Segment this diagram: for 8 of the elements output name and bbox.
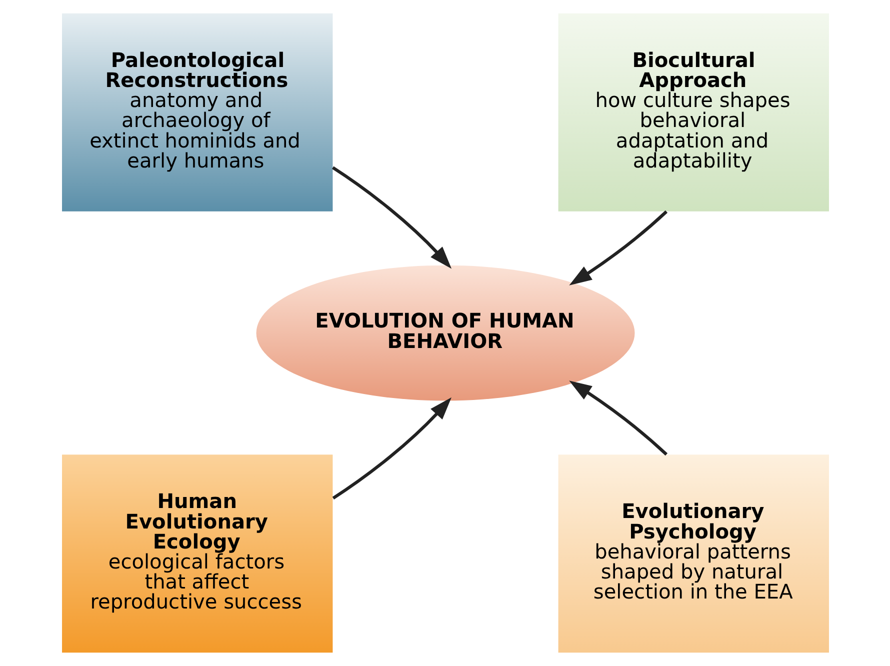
arrow (568, 380, 668, 456)
node-box: Biocultural Approach how culture shapes behavioral adaptation and adaptability (558, 13, 828, 212)
arrow (331, 166, 452, 269)
arrow (332, 397, 451, 500)
node-box: Evolutionary Psychology behavioral patterns shaped by natural selection in the EEA (558, 454, 828, 653)
node-box: Human Evolutionary Ecology ecological factors that affect reproductive success (62, 454, 332, 653)
node-box: Paleontological Reconstructions anatomy and archaeology of extinct hominids and early humans (62, 13, 332, 212)
arrow (568, 210, 668, 286)
